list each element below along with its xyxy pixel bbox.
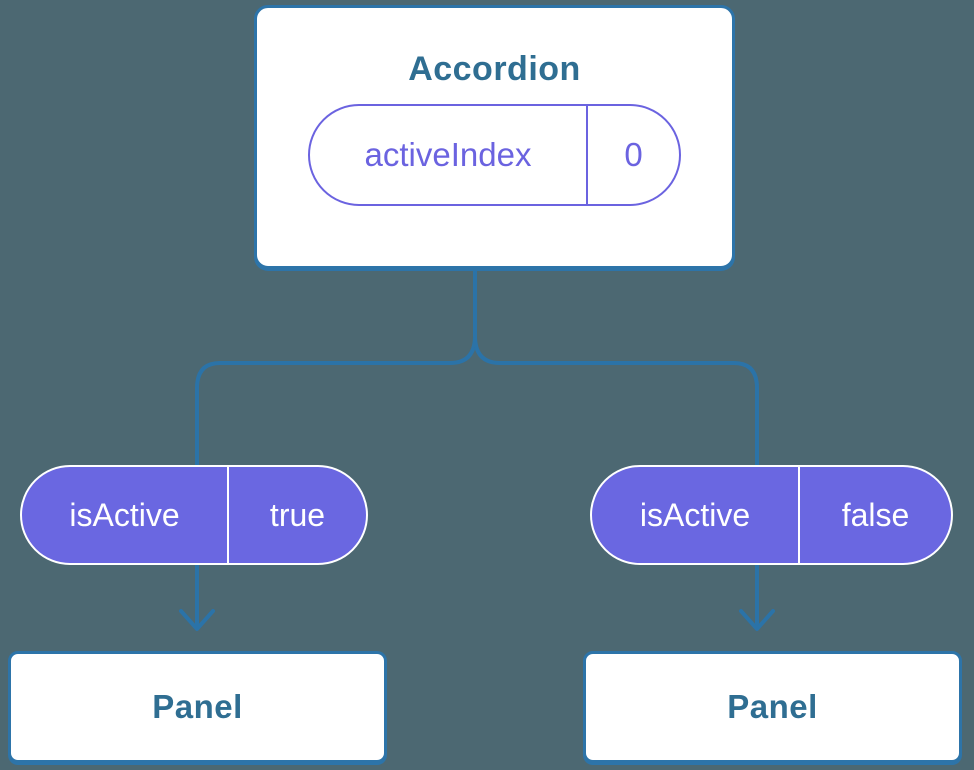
branch-line-left — [195, 269, 477, 626]
branch-line-right — [473, 335, 759, 626]
is-active-pill-right: isActive false — [590, 465, 953, 565]
arrow-down-icon — [739, 609, 775, 631]
panel-node-right: Panel — [583, 651, 962, 763]
arrow-down-icon — [179, 609, 215, 631]
accordion-node: Accordion activeIndex 0 — [254, 5, 735, 269]
prop-value: true — [269, 496, 326, 533]
panel-node-label: Panel — [152, 688, 243, 725]
prop-name: isActive — [22, 467, 229, 563]
prop-value: 0 — [624, 136, 643, 173]
prop-value: false — [841, 496, 910, 533]
panel-node-label: Panel — [727, 688, 818, 725]
prop-name: activeIndex — [310, 106, 588, 204]
accordion-node-title: Accordion — [408, 50, 581, 88]
prop-name: isActive — [592, 467, 800, 563]
is-active-pill-left: isActive true — [20, 465, 368, 565]
active-index-prop-pill: activeIndex 0 — [308, 104, 681, 206]
panel-node-left: Panel — [8, 651, 387, 763]
